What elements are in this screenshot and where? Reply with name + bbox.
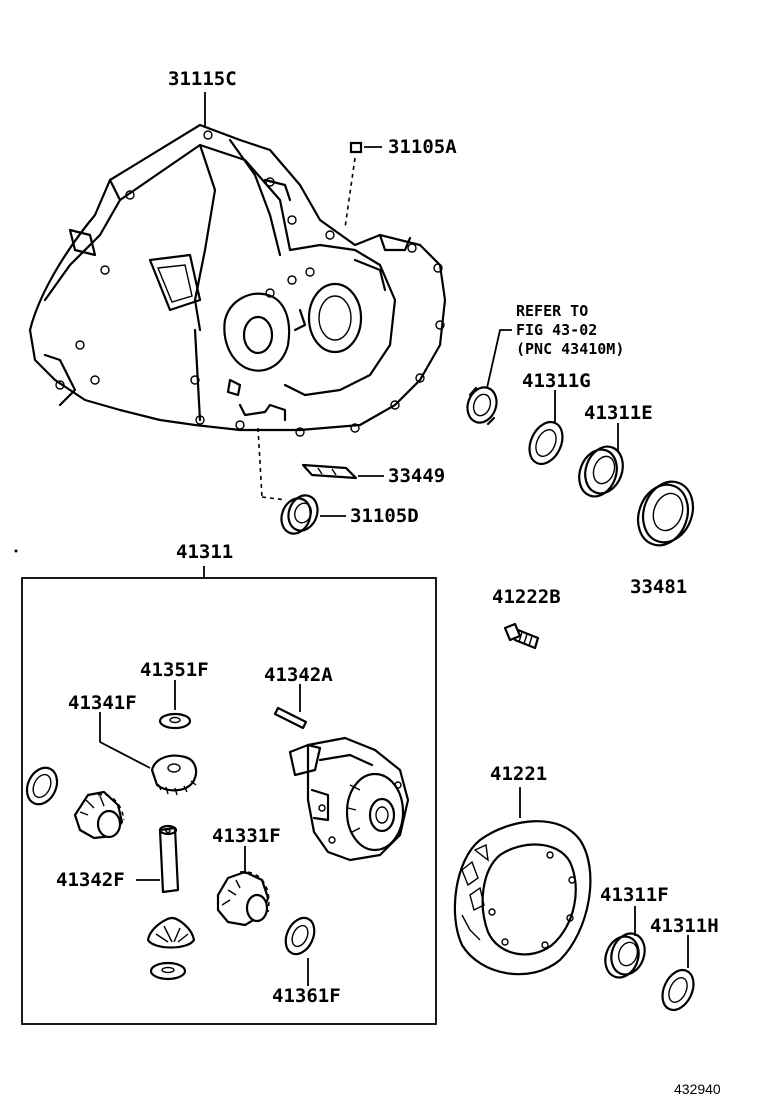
label-41311F: 41311F: [600, 884, 669, 906]
part-31105D-seal: [280, 494, 319, 535]
label-41311H: 41311H: [650, 915, 719, 937]
part-31105A-plug: [349, 141, 363, 154]
label-41311E: 41311E: [584, 402, 653, 424]
part-41311F-bearing: [604, 932, 646, 979]
part-41361F-washer: [284, 916, 316, 956]
transmission-case-drawing: [28, 123, 447, 437]
part-refer-oil-seal: [466, 386, 498, 426]
part-thrust-washer-left: [25, 766, 59, 806]
part-41311E-bearing: [578, 445, 624, 498]
refer-to-line1: REFER TO: [516, 302, 588, 320]
label-33449: 33449: [388, 465, 445, 487]
part-41311H-shim: [661, 968, 695, 1012]
part-41351F-washer: [158, 712, 192, 730]
case-bolt-holes: [55, 130, 445, 437]
label-31115C: 31115C: [168, 68, 237, 90]
label-41331F: 41331F: [212, 825, 281, 847]
label-31105A: 31105A: [388, 136, 457, 158]
label-41311G: 41311G: [522, 370, 591, 392]
label-41311: 41311: [176, 541, 233, 563]
label-41342A: 41342A: [264, 664, 333, 686]
part-pinion-gear-left: [73, 790, 125, 840]
part-41221-ring-gear: [453, 820, 592, 976]
refer-to-line2: FIG 43-02: [516, 321, 597, 339]
part-washer-lower: [149, 961, 187, 981]
label-41341F: 41341F: [68, 692, 137, 714]
part-41222B-bolt: [503, 622, 540, 650]
label-41221: 41221: [490, 763, 547, 785]
label-41222B: 41222B: [492, 586, 561, 608]
part-41342A-pin: [273, 706, 308, 730]
label-31105D: 31105D: [350, 505, 419, 527]
label-33481: 33481: [630, 576, 687, 598]
part-41331F-pinion-gear: [216, 870, 270, 927]
kit-41311-box: [21, 577, 437, 1025]
label-41361F: 41361F: [272, 985, 341, 1007]
part-41311G-shim: [528, 420, 564, 466]
label-41351F: 41351F: [140, 659, 209, 681]
part-differential-case: [288, 736, 410, 862]
part-33449-plate: [301, 463, 358, 480]
refer-to-line3: (PNC 43410M): [516, 340, 624, 358]
figure-id: 432940: [674, 1081, 721, 1097]
part-41342F-shaft: [158, 824, 180, 894]
part-side-gear-lower: [146, 916, 196, 949]
part-33481-bearing: [636, 480, 695, 547]
label-41342F: 41342F: [56, 869, 125, 891]
part-41341F-side-gear: [150, 754, 198, 796]
